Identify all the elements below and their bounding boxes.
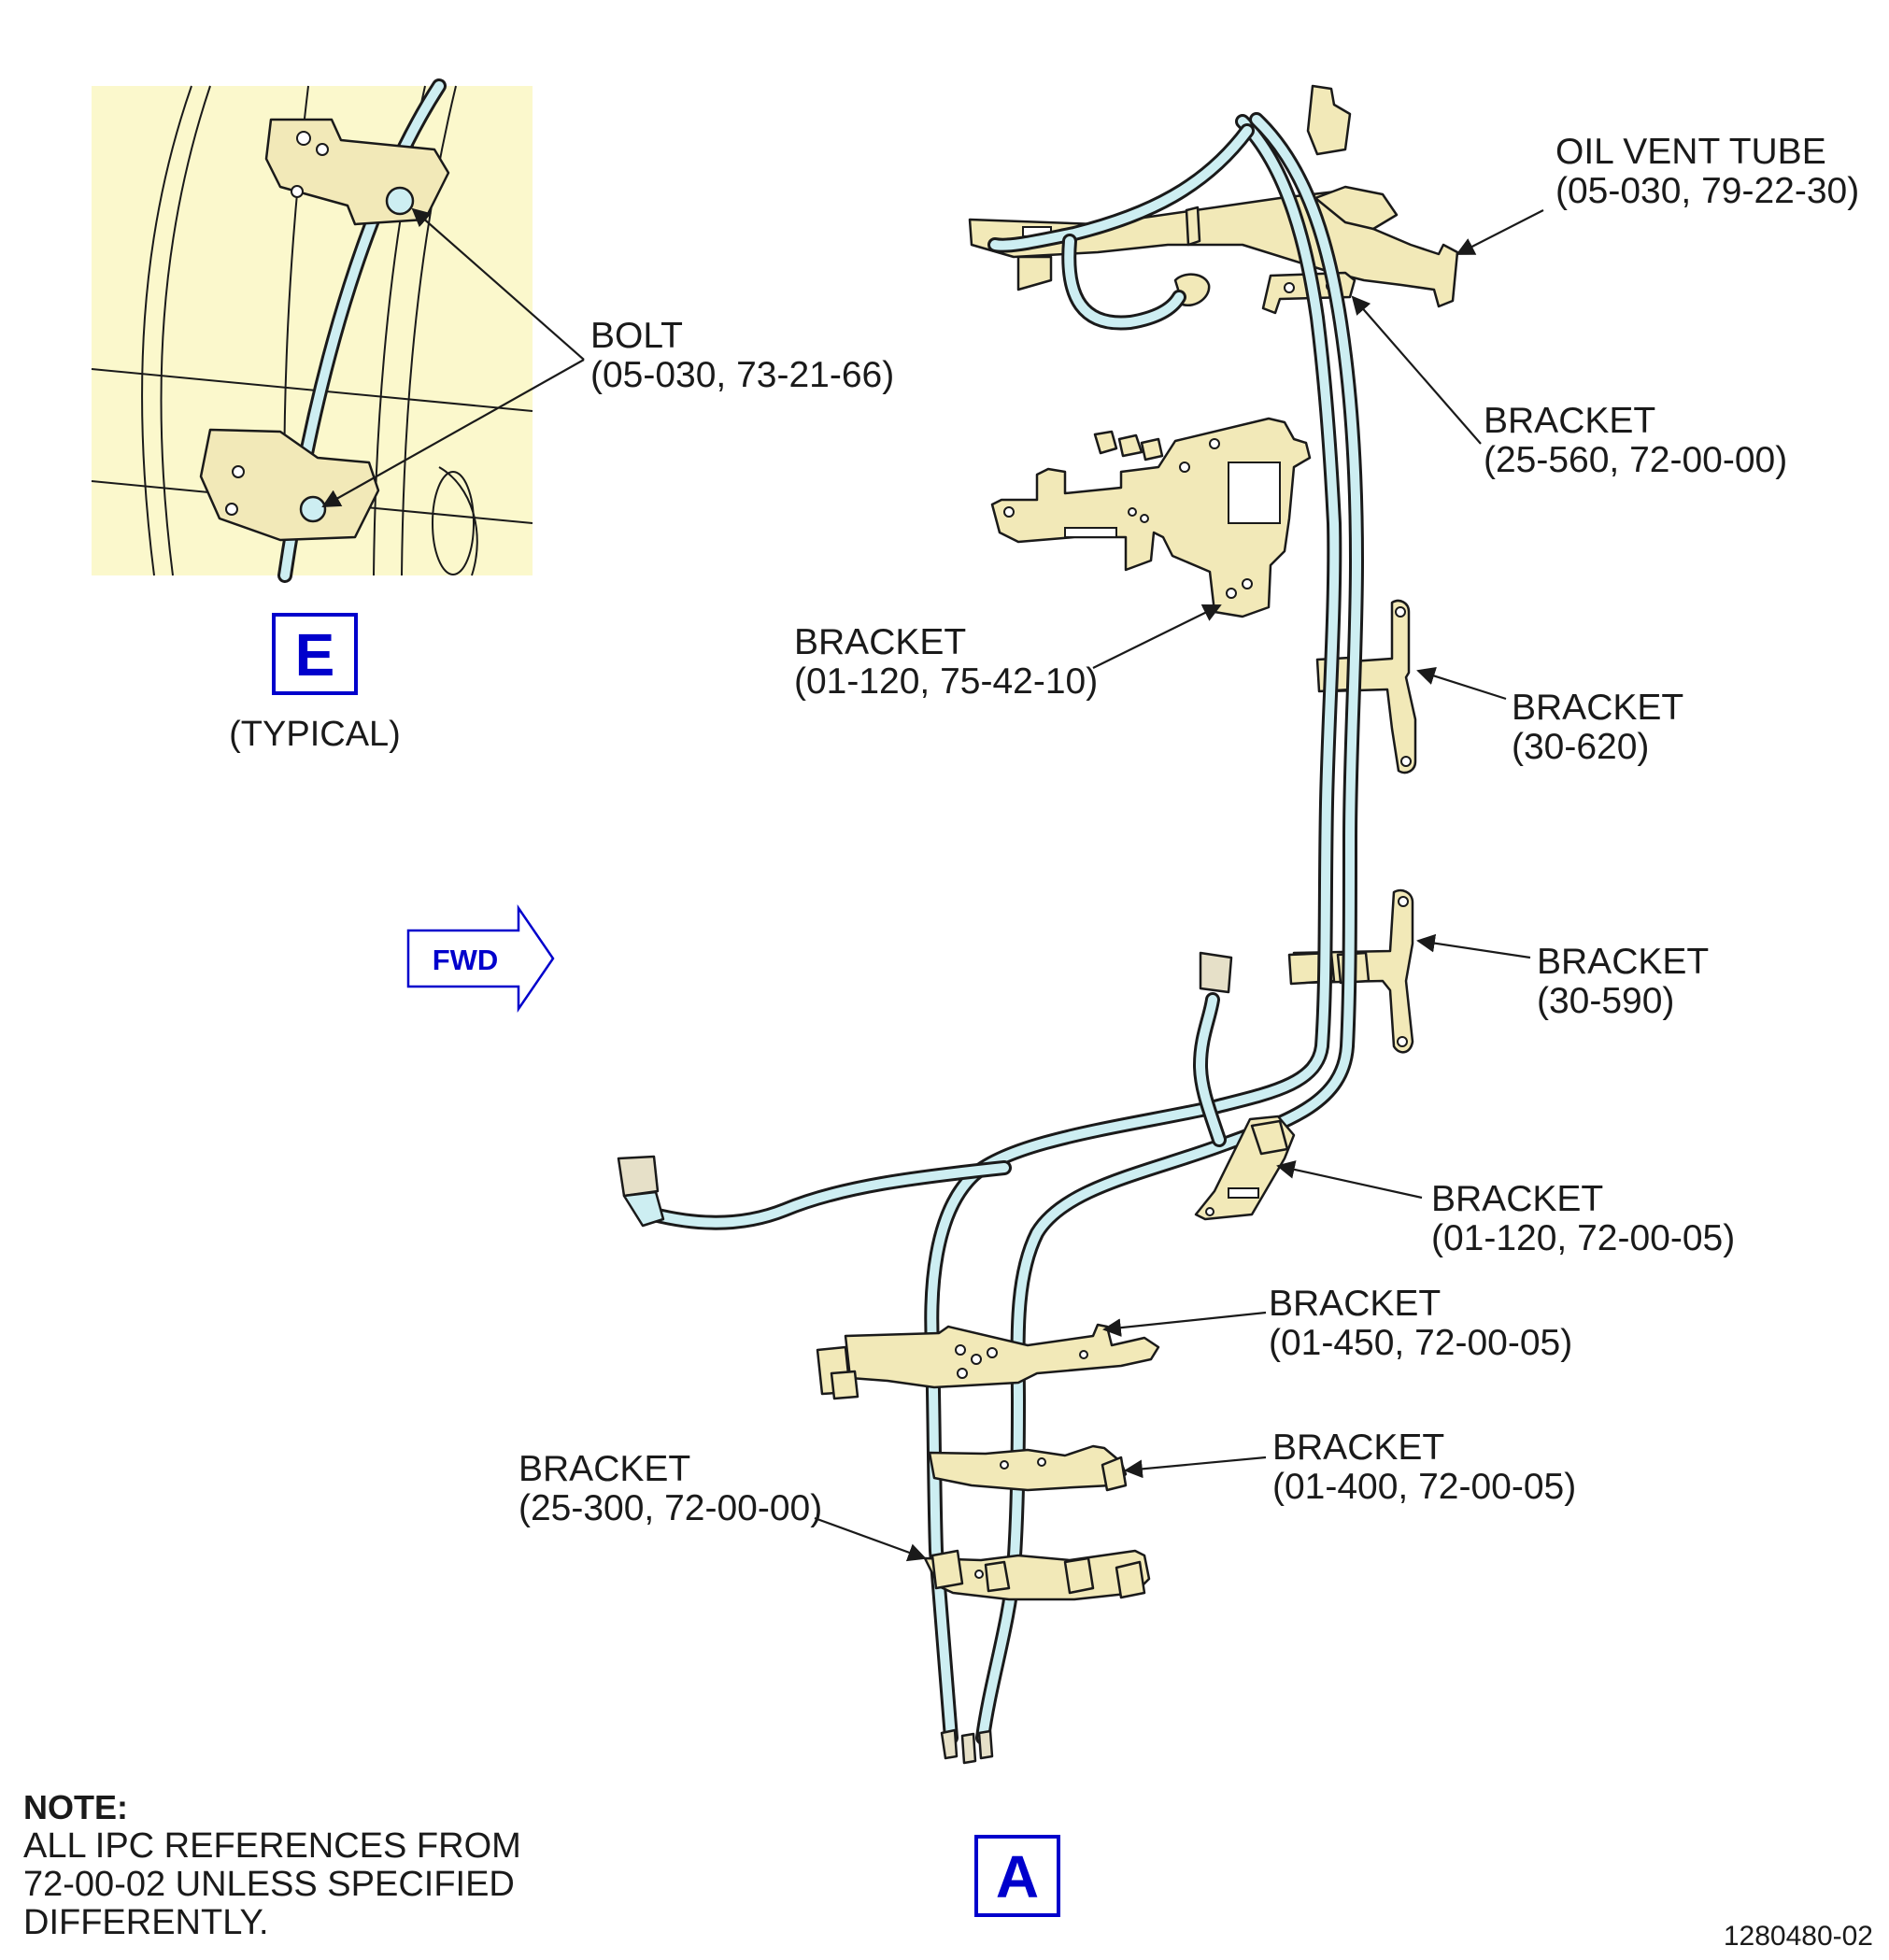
callout-bracket-25-560: BRACKET (25-560, 72-00-00): [1351, 295, 1787, 480]
note-title: NOTE:: [23, 1788, 128, 1826]
callout-bracket-01-120-75: BRACKET (01-120, 75-42-10): [794, 604, 1222, 702]
oil-vent-tube-label: OIL VENT TUBE: [1555, 132, 1826, 172]
bracket-25-560-label: BRACKET: [1484, 401, 1655, 441]
bolt-callout-line1: BOLT: [590, 316, 683, 356]
bolt-icon: [385, 186, 415, 216]
callout-bracket-25-300: BRACKET (25-300, 72-00-00): [518, 1449, 927, 1562]
bracket-01-400-label: BRACKET: [1272, 1427, 1444, 1468]
bracket-30-590-ref: (30-590): [1537, 981, 1674, 1021]
bracket-01-400-ref: (01-400, 72-00-05): [1272, 1467, 1576, 1507]
bolt-leader-lower: [321, 359, 585, 507]
fwd-arrow-icon: [406, 903, 555, 1014]
bracket-01-120-75-label: BRACKET: [794, 622, 966, 662]
fwd-label: FWD: [433, 944, 499, 976]
note-line-3: DIFFERENTLY.: [23, 1903, 269, 1942]
drawing-number: 1280480-02: [1724, 1921, 1873, 1952]
top-manifold: [968, 84, 1459, 308]
bottom-terminals-icon: [940, 1728, 994, 1765]
bracket-25-300-shape: [923, 1549, 1151, 1601]
bolt-callout-line2: (05-030, 73-21-66): [590, 355, 894, 395]
bracket-01-450-label: BRACKET: [1269, 1284, 1441, 1324]
note-line-1: ALL IPC REFERENCES FROM: [23, 1826, 521, 1866]
view-a-label: A: [974, 1835, 1060, 1917]
bracket-01-120-75-ref: (01-120, 75-42-10): [794, 661, 1098, 702]
upper-connector-icon: [1199, 951, 1233, 994]
bracket-01-120-72-label: BRACKET: [1431, 1179, 1603, 1219]
left-connector-icon: [617, 1155, 665, 1228]
callout-bracket-01-120-72: BRACKET (01-120, 72-00-05): [1276, 1160, 1735, 1258]
detail-e-upper-bracket: [264, 118, 450, 226]
callout-bracket-30-590: BRACKET (30-590): [1416, 933, 1709, 1021]
bracket-25-300-label: BRACKET: [518, 1449, 690, 1489]
oil-vent-tube-ref: (05-030, 79-22-30): [1555, 171, 1859, 211]
main-view-a: [617, 84, 1459, 1765]
bracket-01-120-75-shape: [990, 417, 1312, 618]
bracket-25-300-ref: (25-300, 72-00-00): [518, 1488, 822, 1528]
callout-bracket-30-620: BRACKET (30-620): [1416, 666, 1683, 767]
bracket-01-120-72-shape: [1194, 1115, 1296, 1221]
callout-oil-vent-tube: OIL VENT TUBE (05-030, 79-22-30): [1456, 132, 1859, 255]
bolt-icon: [299, 495, 327, 523]
view-e-label: E (TYPICAL): [229, 613, 401, 754]
bracket-30-590-label: BRACKET: [1537, 942, 1709, 982]
view-e-letter: E: [295, 621, 335, 689]
bracket-01-450-shape: [816, 1323, 1160, 1400]
detail-e-panel: BOLT (05-030, 73-21-66): [91, 78, 894, 583]
bracket-01-120-72-ref: (01-120, 72-00-05): [1431, 1218, 1735, 1258]
detail-e-lower-bracket: [199, 428, 380, 542]
fwd-arrow: FWD: [406, 903, 555, 1014]
note-line-2: 72-00-02 UNLESS SPECIFIED: [23, 1865, 515, 1904]
callout-bracket-01-450: BRACKET (01-450, 72-00-05): [1102, 1284, 1572, 1363]
bracket-25-560-ref: (25-560, 72-00-00): [1484, 440, 1787, 480]
bracket-01-450-ref: (01-450, 72-00-05): [1269, 1323, 1572, 1363]
bracket-30-620-label: BRACKET: [1512, 688, 1683, 728]
bracket-01-400-shape: [928, 1444, 1128, 1492]
view-a-letter: A: [996, 1843, 1039, 1910]
view-e-qualifier: (TYPICAL): [229, 715, 401, 754]
bracket-30-620-ref: (30-620): [1512, 727, 1649, 767]
note-block: NOTE: ALL IPC REFERENCES FROM 72-00-02 U…: [23, 1788, 521, 1942]
harness: [646, 112, 1364, 1745]
callout-bracket-01-400: BRACKET (01-400, 72-00-05): [1124, 1427, 1576, 1507]
bolt-leader-upper: [411, 207, 585, 361]
